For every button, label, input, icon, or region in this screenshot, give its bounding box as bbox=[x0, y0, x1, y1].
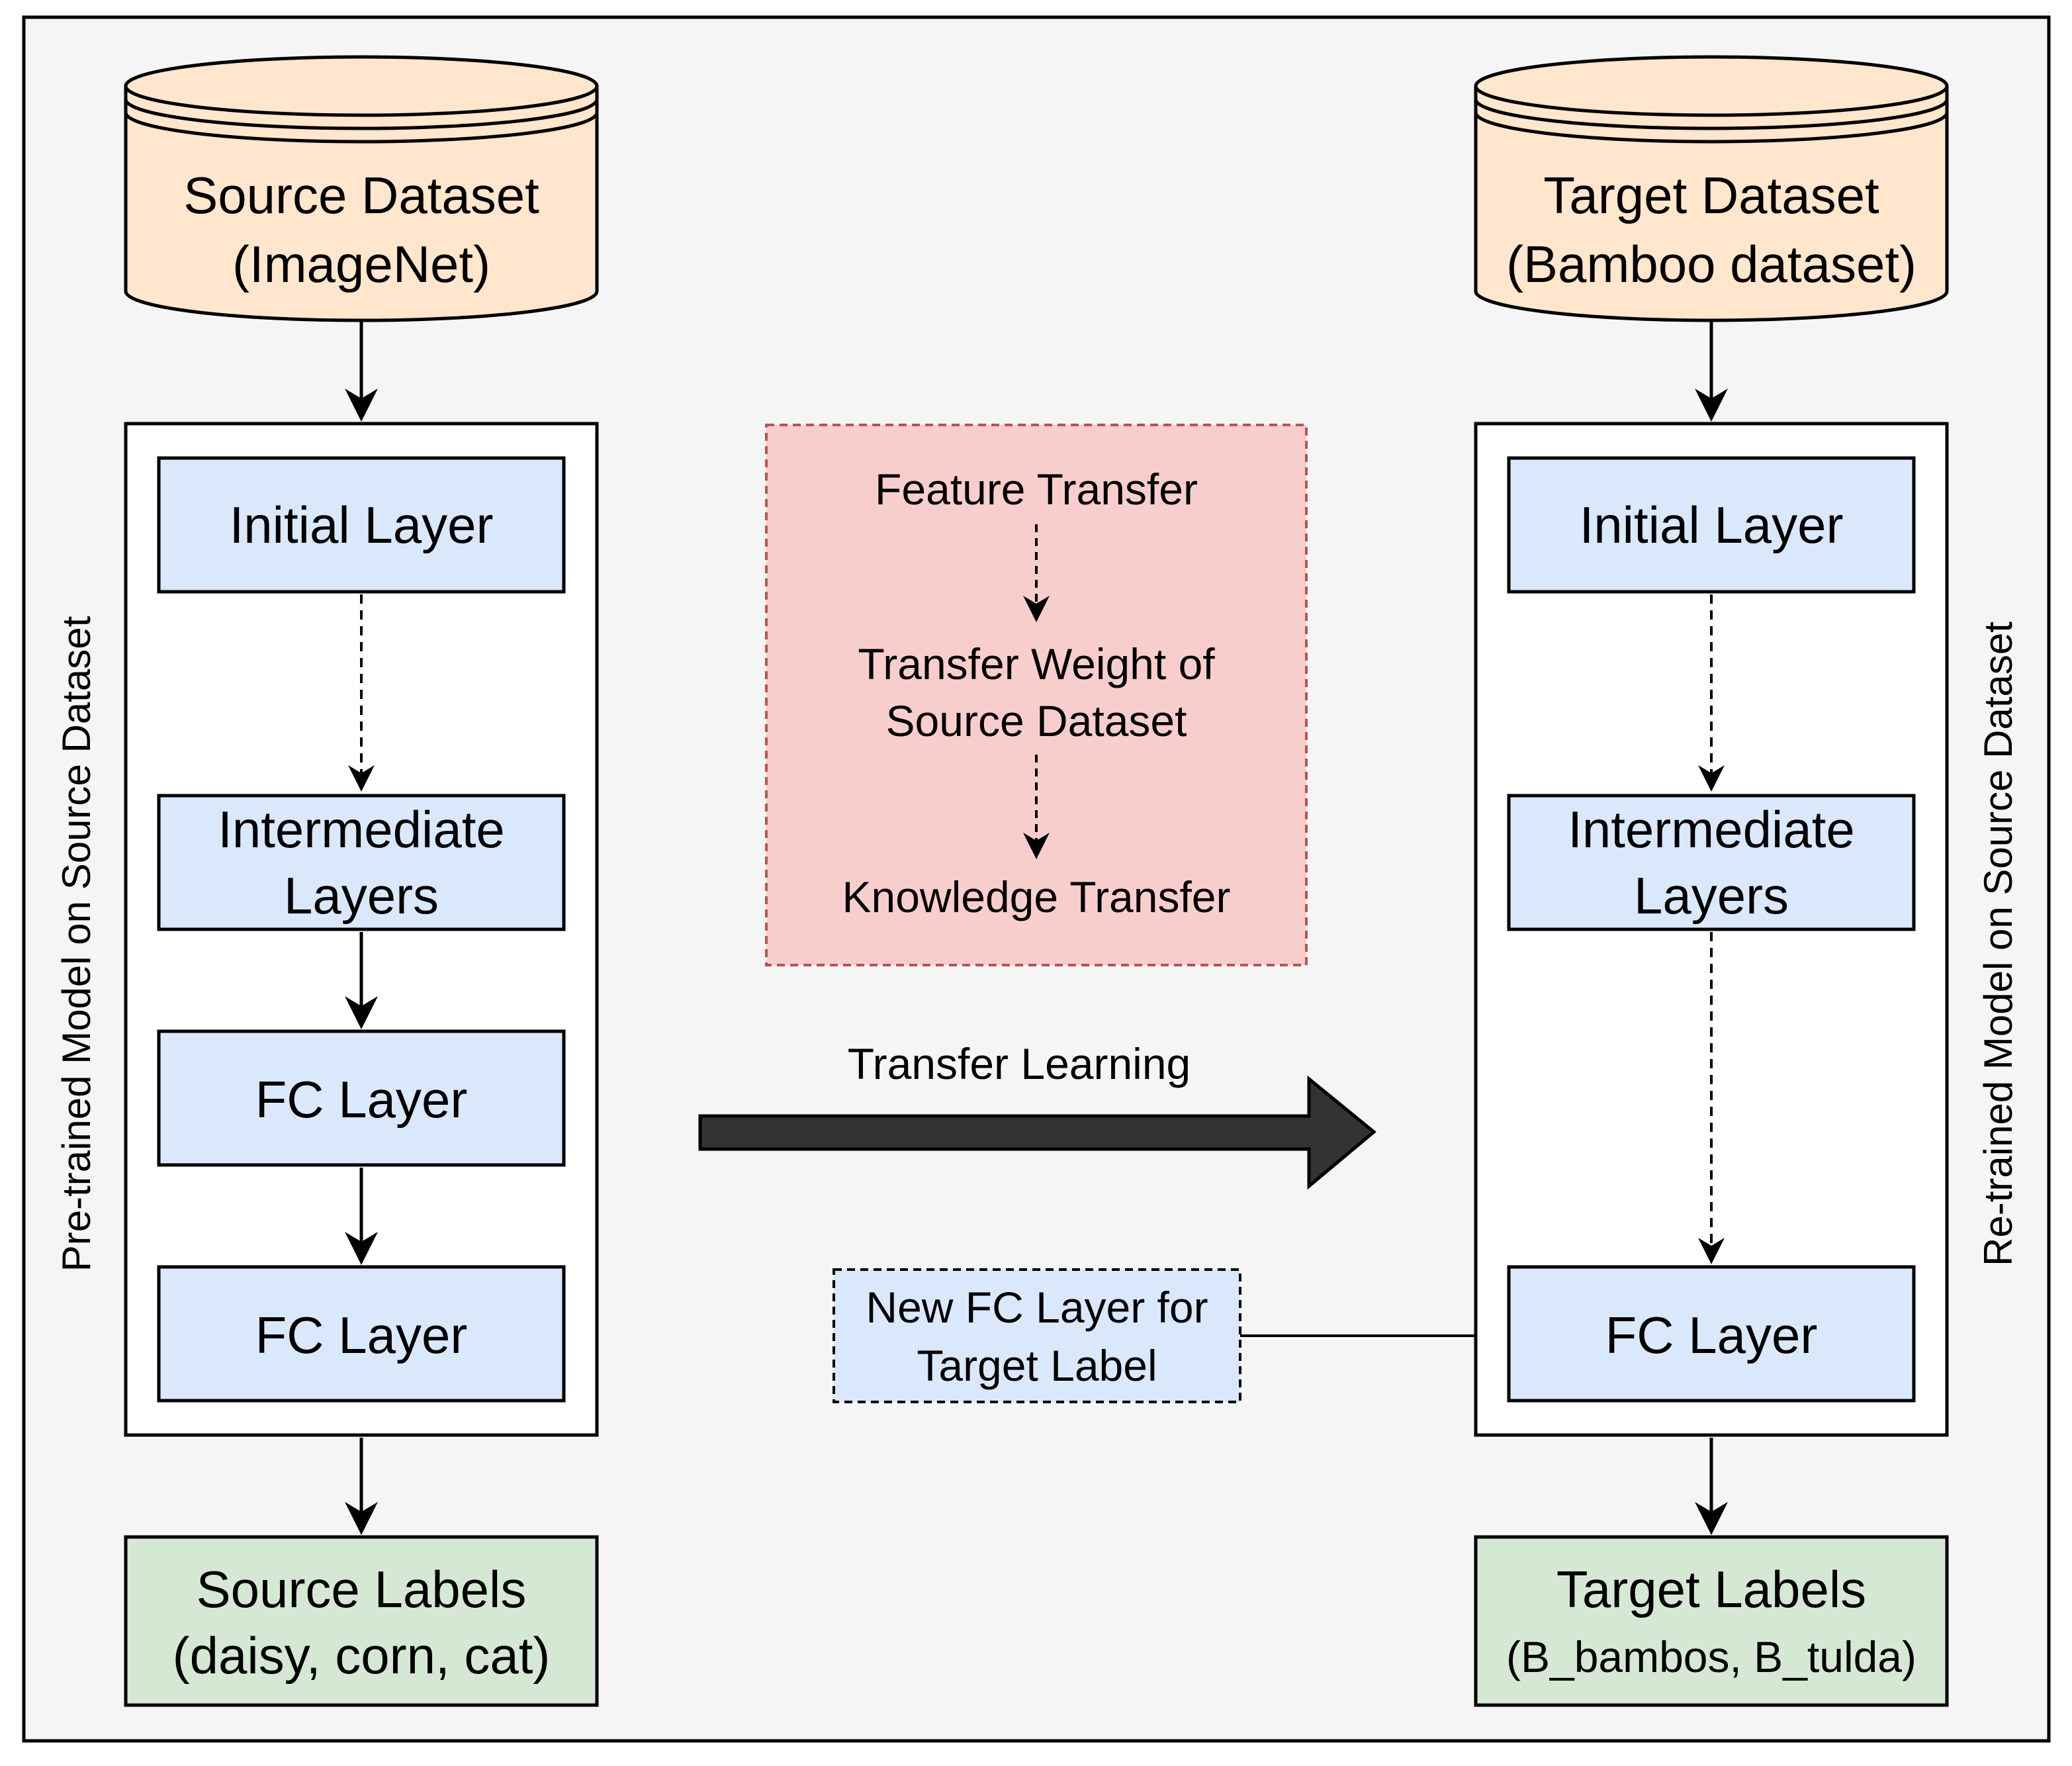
target-labels-title: Target Labels bbox=[1556, 1560, 1866, 1618]
right-intermediate-label-line1: Intermediate bbox=[1568, 800, 1855, 859]
new-fc-layer-box bbox=[833, 1268, 1241, 1403]
feature-transfer-label: Feature Transfer bbox=[875, 465, 1198, 514]
new-fc-layer-label-line1: New FC Layer for bbox=[866, 1283, 1208, 1332]
target-dataset-cylinder: Target Dataset (Bamboo dataset) bbox=[1474, 55, 1949, 322]
pretrained-model-side-label: Pre-trained Model on Source Dataset bbox=[54, 616, 99, 1272]
transfer-weight-label-line1: Transfer Weight of bbox=[858, 639, 1215, 688]
left-intermediate-label-line1: Intermediate bbox=[218, 800, 505, 859]
left-fc-layer-label-2: FC Layer bbox=[255, 1306, 468, 1364]
new-fc-layer-label-line2: Target Label bbox=[917, 1341, 1157, 1390]
right-initial-layer-box bbox=[1507, 456, 1916, 594]
source-labels-title: Source Labels bbox=[197, 1560, 527, 1618]
source-labels-values: (daisy, corn, cat) bbox=[173, 1626, 551, 1685]
source-dataset-cylinder: Source Dataset (ImageNet) bbox=[124, 55, 599, 322]
left-fc-layer-label-1: FC Layer bbox=[255, 1070, 468, 1129]
left-intermediate-layers-box bbox=[157, 794, 566, 931]
target-labels-box bbox=[1474, 1535, 1949, 1707]
right-fc-layer-box bbox=[1507, 1265, 1916, 1403]
source-labels-box bbox=[124, 1535, 599, 1707]
target-dataset-subtitle: (Bamboo dataset) bbox=[1506, 235, 1916, 293]
right-intermediate-label-line2: Layers bbox=[1634, 866, 1789, 925]
right-fc-layer-label: FC Layer bbox=[1605, 1306, 1818, 1364]
right-initial-layer-label: Initial Layer bbox=[1580, 496, 1844, 554]
transfer-weight-label-line2: Source Dataset bbox=[886, 696, 1187, 745]
transfer-process-box bbox=[765, 424, 1308, 966]
right-intermediate-layers-box bbox=[1507, 794, 1916, 931]
left-fc-layer-box-1 bbox=[157, 1029, 566, 1167]
retrained-model-side-label: Re-trained Model on Source Dataset bbox=[1976, 622, 2020, 1266]
source-dataset-title: Source Dataset bbox=[183, 166, 539, 224]
knowledge-transfer-label: Knowledge Transfer bbox=[842, 872, 1230, 921]
target-dataset-title: Target Dataset bbox=[1543, 166, 1879, 224]
source-dataset-subtitle: (ImageNet) bbox=[232, 235, 490, 293]
left-intermediate-label-line2: Layers bbox=[284, 866, 439, 925]
transfer-learning-label: Transfer Learning bbox=[848, 1039, 1191, 1088]
target-labels-values: (B_bambos, B_tulda) bbox=[1506, 1632, 1916, 1681]
left-initial-layer-box bbox=[157, 456, 566, 594]
left-initial-layer-label: Initial Layer bbox=[230, 496, 494, 554]
transfer-learning-arrow bbox=[698, 1075, 1376, 1190]
left-fc-layer-box-2 bbox=[157, 1265, 566, 1403]
